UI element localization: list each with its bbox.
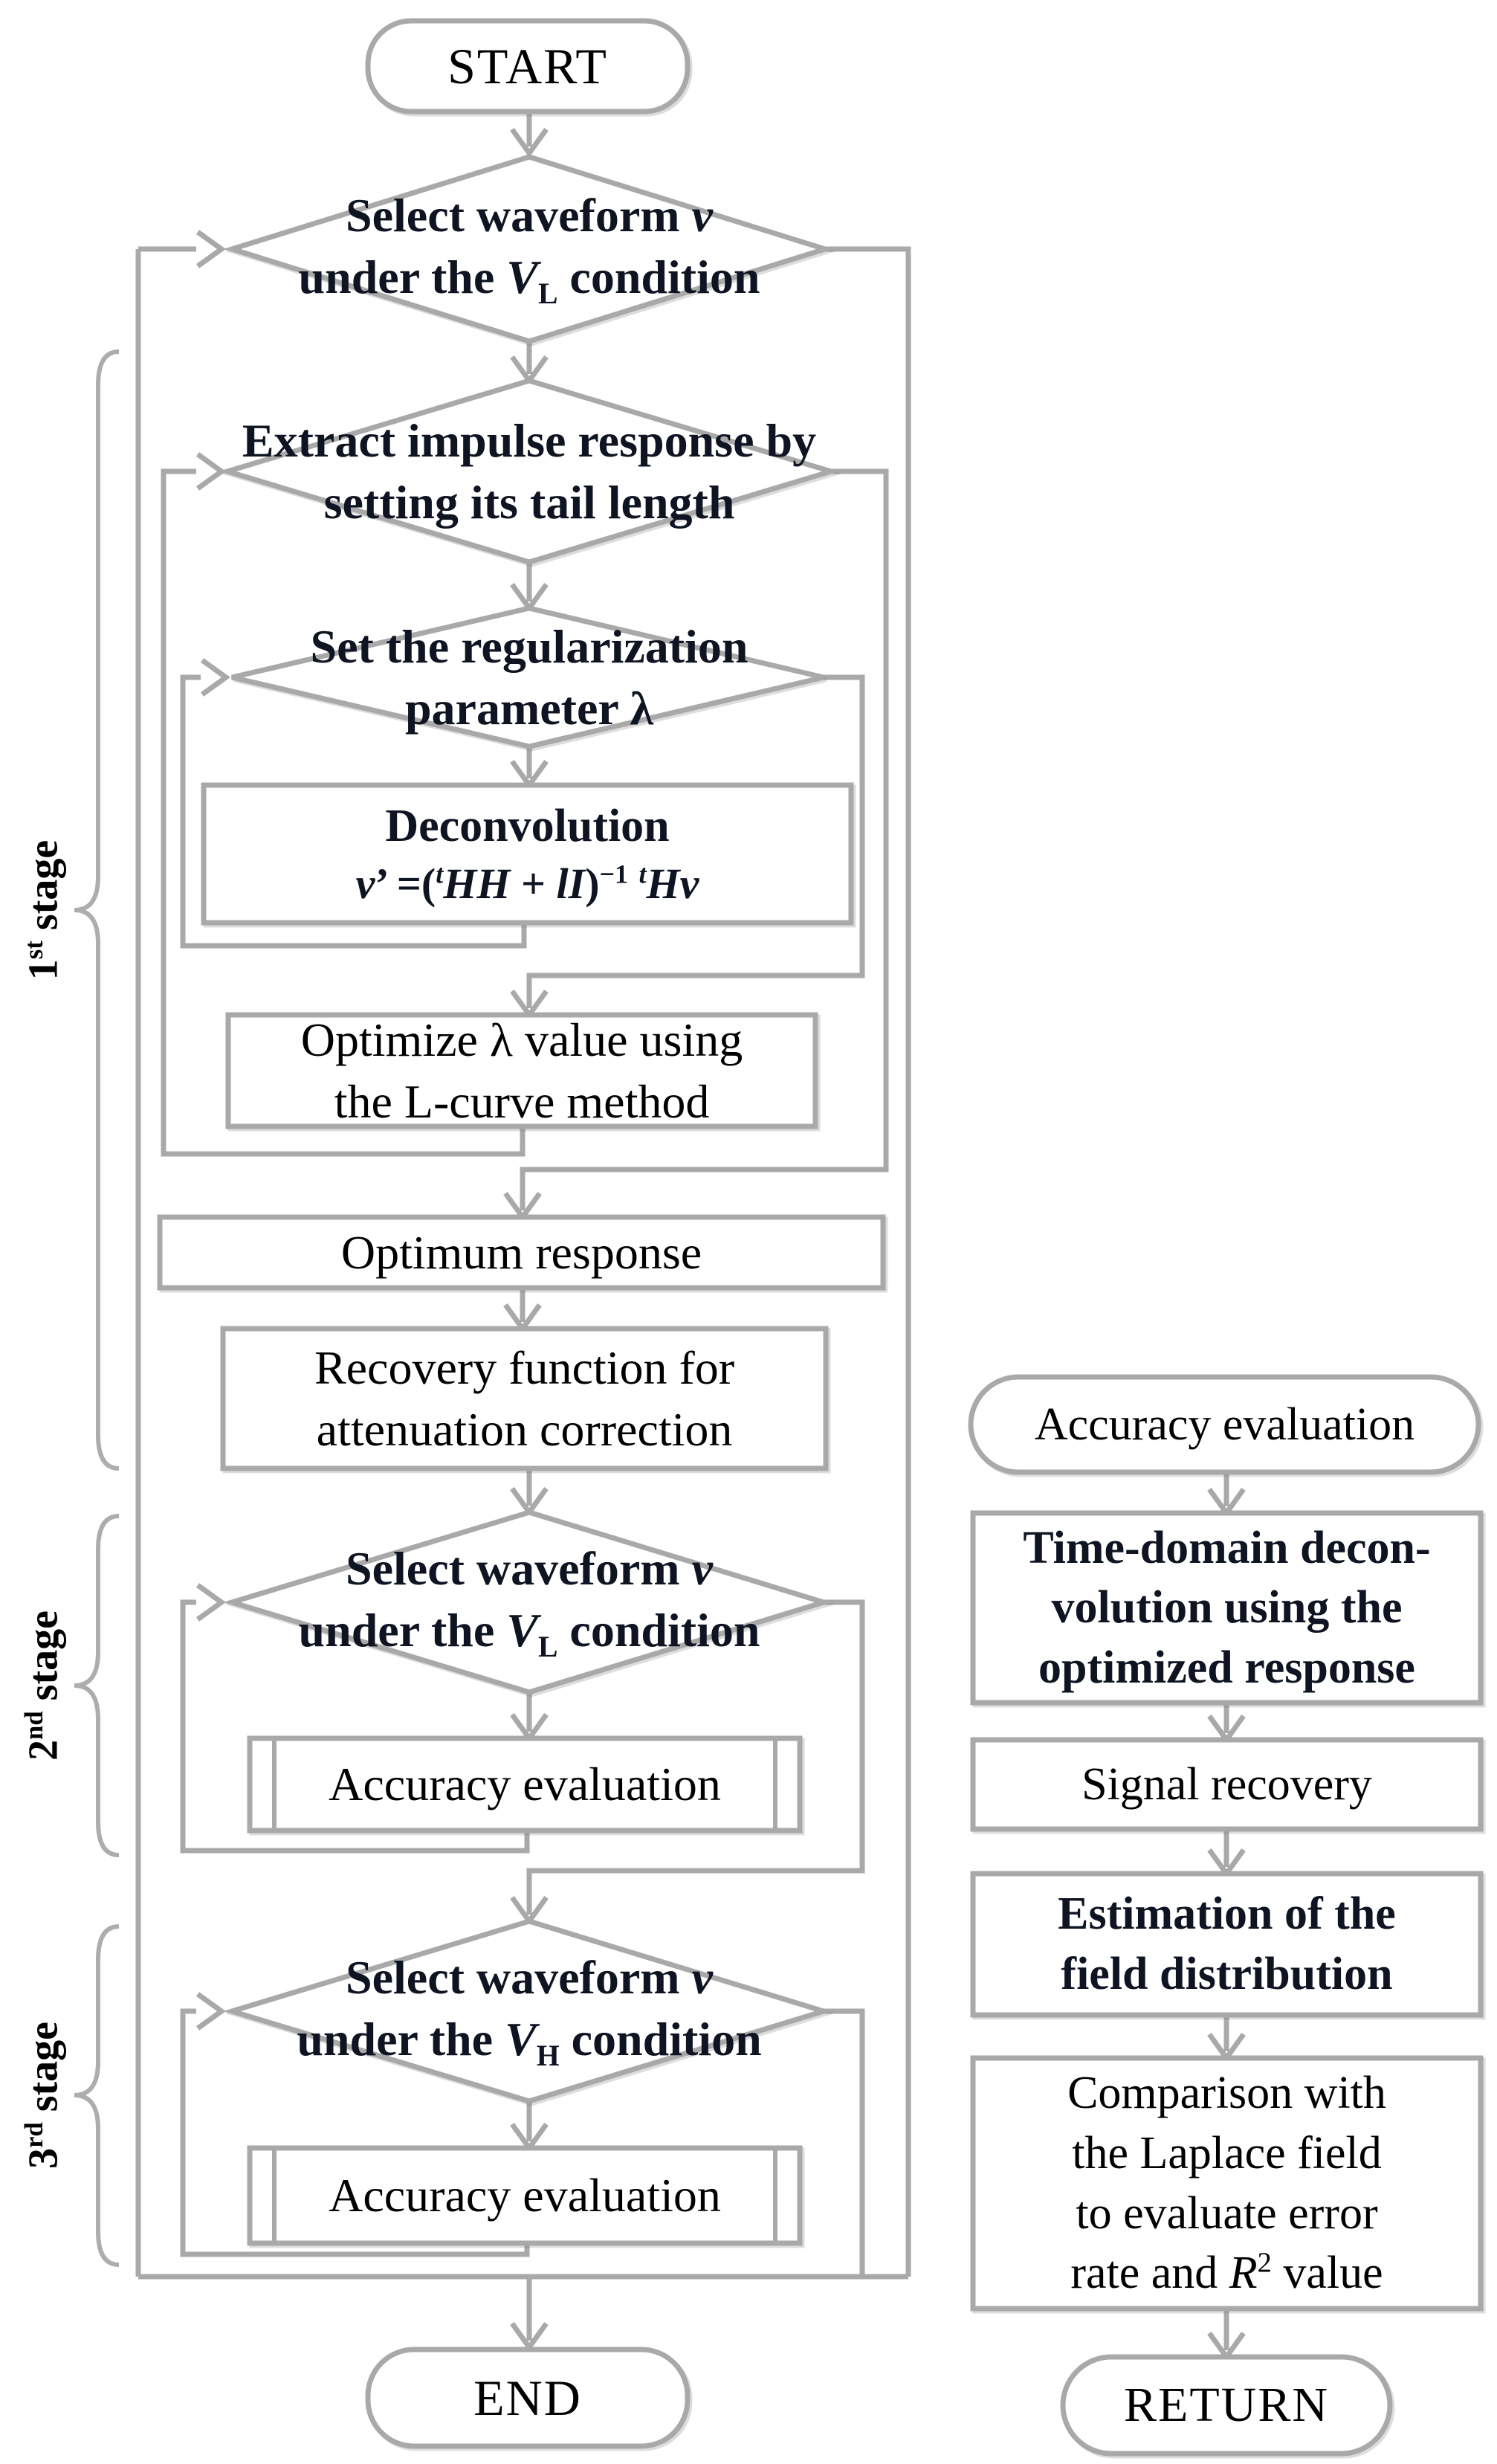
accuracy-evaluation-b-label: Accuracy evaluation bbox=[250, 2148, 800, 2243]
start-oval bbox=[365, 18, 691, 115]
return-label: RETURN bbox=[1063, 2357, 1390, 2454]
d2-line2: setting its tail length bbox=[323, 476, 735, 529]
loop-stage2-back-head bbox=[195, 1583, 226, 1622]
accuracy-oval-text: Accuracy evaluation bbox=[1034, 1399, 1415, 1450]
diamond-set-lambda-label: Set the regularization parameter λ bbox=[195, 608, 864, 746]
comparison-line4: rate and R2 value bbox=[1070, 2247, 1383, 2299]
deconvolution-formula: v’ =(tHH + lI)−1 tHv bbox=[355, 859, 699, 909]
loop-lambda-forward-line bbox=[526, 674, 865, 1008]
loop-stage3-forward-line bbox=[824, 2008, 865, 2277]
recovery-line1: Recovery function for bbox=[314, 1341, 735, 1394]
end-oval bbox=[365, 2347, 691, 2449]
signal-recovery-box bbox=[970, 1737, 1484, 1832]
d3-line1: Set the regularization bbox=[310, 619, 748, 673]
loop-stage3-back-line bbox=[180, 2008, 530, 2257]
accuracy-evaluation-subroutine-b bbox=[247, 2145, 803, 2246]
deconvolution-title: Deconvolution bbox=[385, 800, 670, 851]
accuracy-oval-label: Accuracy evaluation bbox=[971, 1377, 1478, 1472]
signal-recovery-text: Signal recovery bbox=[1081, 1758, 1372, 1810]
optimum-response-text: Optimum response bbox=[340, 1225, 702, 1279]
comparison-laplace-box bbox=[970, 2055, 1484, 2312]
loop-outer-into-d1-head bbox=[195, 230, 226, 268]
d1-line1: Select waveform v bbox=[346, 189, 713, 242]
return-text: RETURN bbox=[1124, 2378, 1329, 2433]
end-label: END bbox=[368, 2349, 688, 2446]
comparison-line3: to evaluate error bbox=[1076, 2187, 1378, 2239]
optimize-line2: the L-curve method bbox=[334, 1075, 710, 1128]
stage3-brace bbox=[74, 1924, 120, 2267]
loop-stage2-back-line bbox=[180, 1599, 530, 1854]
optimize-line1: Optimize λ value using bbox=[300, 1013, 743, 1066]
stage2-label: 2nd stage bbox=[13, 1522, 73, 1849]
time-domain-deconvolution-box bbox=[970, 1510, 1484, 1706]
loop-tail-back-line bbox=[161, 468, 526, 1157]
diamond-select-vl-2-label: Select waveform v under the VL condition bbox=[195, 1512, 864, 1692]
accuracy-evaluation-a-label: Accuracy evaluation bbox=[250, 1738, 800, 1831]
diamond-select-vl-2 bbox=[222, 1509, 832, 1695]
d5-line2: under the VH condition bbox=[297, 2013, 762, 2073]
diamond-select-vl-1-label: Select waveform v under the VL condition bbox=[195, 157, 864, 341]
return-oval bbox=[1060, 2354, 1393, 2457]
diamond-extract-label: Extract impulse response by setting its … bbox=[180, 381, 879, 562]
diamond-select-vl-1 bbox=[223, 154, 834, 344]
recovery-function-label: Recovery function for attenuation correc… bbox=[223, 1329, 826, 1468]
loop-stage3-back-head bbox=[195, 1992, 226, 2031]
d4-line1: Select waveform v bbox=[346, 1542, 713, 1596]
stage3-label: 3rd stage bbox=[13, 1932, 73, 2259]
d5-line1: Select waveform v bbox=[346, 1951, 713, 2005]
accuracy-evaluation-oval bbox=[968, 1374, 1481, 1475]
time-domain-line1: Time-domain decon- bbox=[1023, 1522, 1431, 1573]
loop-stage2-forward-line bbox=[526, 1599, 865, 1915]
d4-line2: under the VL condition bbox=[298, 1604, 760, 1664]
diamond-set-lambda bbox=[231, 605, 824, 749]
start-text: START bbox=[447, 37, 608, 94]
time-domain-line3: optimized response bbox=[1038, 1642, 1415, 1693]
loop-lambda-back-line bbox=[180, 674, 527, 949]
stage1-brace bbox=[74, 349, 120, 1471]
loop-tail-forward-line bbox=[520, 468, 889, 1210]
estimation-label: Estimation of the field distribution bbox=[973, 1874, 1481, 2015]
stage1-text: 1st stage bbox=[19, 839, 67, 981]
signal-recovery-label: Signal recovery bbox=[973, 1740, 1481, 1829]
start-label: START bbox=[368, 21, 688, 112]
stage3-text: 3rd stage bbox=[19, 2022, 67, 2170]
loop-outer-right-line bbox=[825, 246, 911, 2277]
optimum-response-box bbox=[157, 1214, 886, 1291]
stage2-brace bbox=[74, 1514, 120, 1857]
deconvolution-label: Deconvolution v’ =(tHH + lI)−1 tHv bbox=[204, 785, 851, 923]
accuracy-evaluation-subroutine-a bbox=[247, 1735, 803, 1834]
time-domain-line2: volution using the bbox=[1051, 1582, 1403, 1633]
stage1-label: 1st stage bbox=[13, 746, 73, 1074]
accuracy-b-text: Accuracy evaluation bbox=[329, 2169, 721, 2222]
accuracy-a-text: Accuracy evaluation bbox=[329, 1758, 721, 1811]
diamond-select-vh-label: Select waveform v under the VH condition bbox=[195, 1921, 864, 2101]
optimum-response-label: Optimum response bbox=[160, 1217, 883, 1288]
comparison-line1: Comparison with bbox=[1067, 2068, 1386, 2119]
optimize-lambda-label: Optimize λ value using the L-curve metho… bbox=[228, 1013, 815, 1128]
loop-lambda-back-head bbox=[200, 658, 230, 697]
d2-line1: Extract impulse response by bbox=[242, 413, 817, 467]
end-text: END bbox=[473, 2369, 582, 2426]
recovery-function-box bbox=[220, 1326, 829, 1471]
comparison-label: Comparison with the Laplace field to eva… bbox=[973, 2058, 1481, 2309]
estimation-line2: field distribution bbox=[1061, 1949, 1393, 1999]
diamond-extract-impulse bbox=[218, 378, 841, 565]
estimation-field-box bbox=[970, 1871, 1484, 2018]
estimation-line1: Estimation of the bbox=[1058, 1889, 1396, 1940]
diamond-select-vh bbox=[222, 1918, 832, 2104]
arrow-start-to-d1-head bbox=[510, 127, 549, 158]
optimize-lambda-box bbox=[225, 1012, 818, 1129]
recovery-line2: attenuation correction bbox=[316, 1403, 733, 1456]
time-domain-label: Time-domain decon- volution using the op… bbox=[973, 1513, 1481, 1703]
stage2-text: 2nd stage bbox=[19, 1610, 67, 1761]
d1-line2: under the VL condition bbox=[298, 251, 760, 311]
deconvolution-box bbox=[201, 782, 854, 926]
comparison-line2: the Laplace field bbox=[1072, 2127, 1382, 2178]
d3-line2: parameter λ bbox=[404, 682, 654, 735]
